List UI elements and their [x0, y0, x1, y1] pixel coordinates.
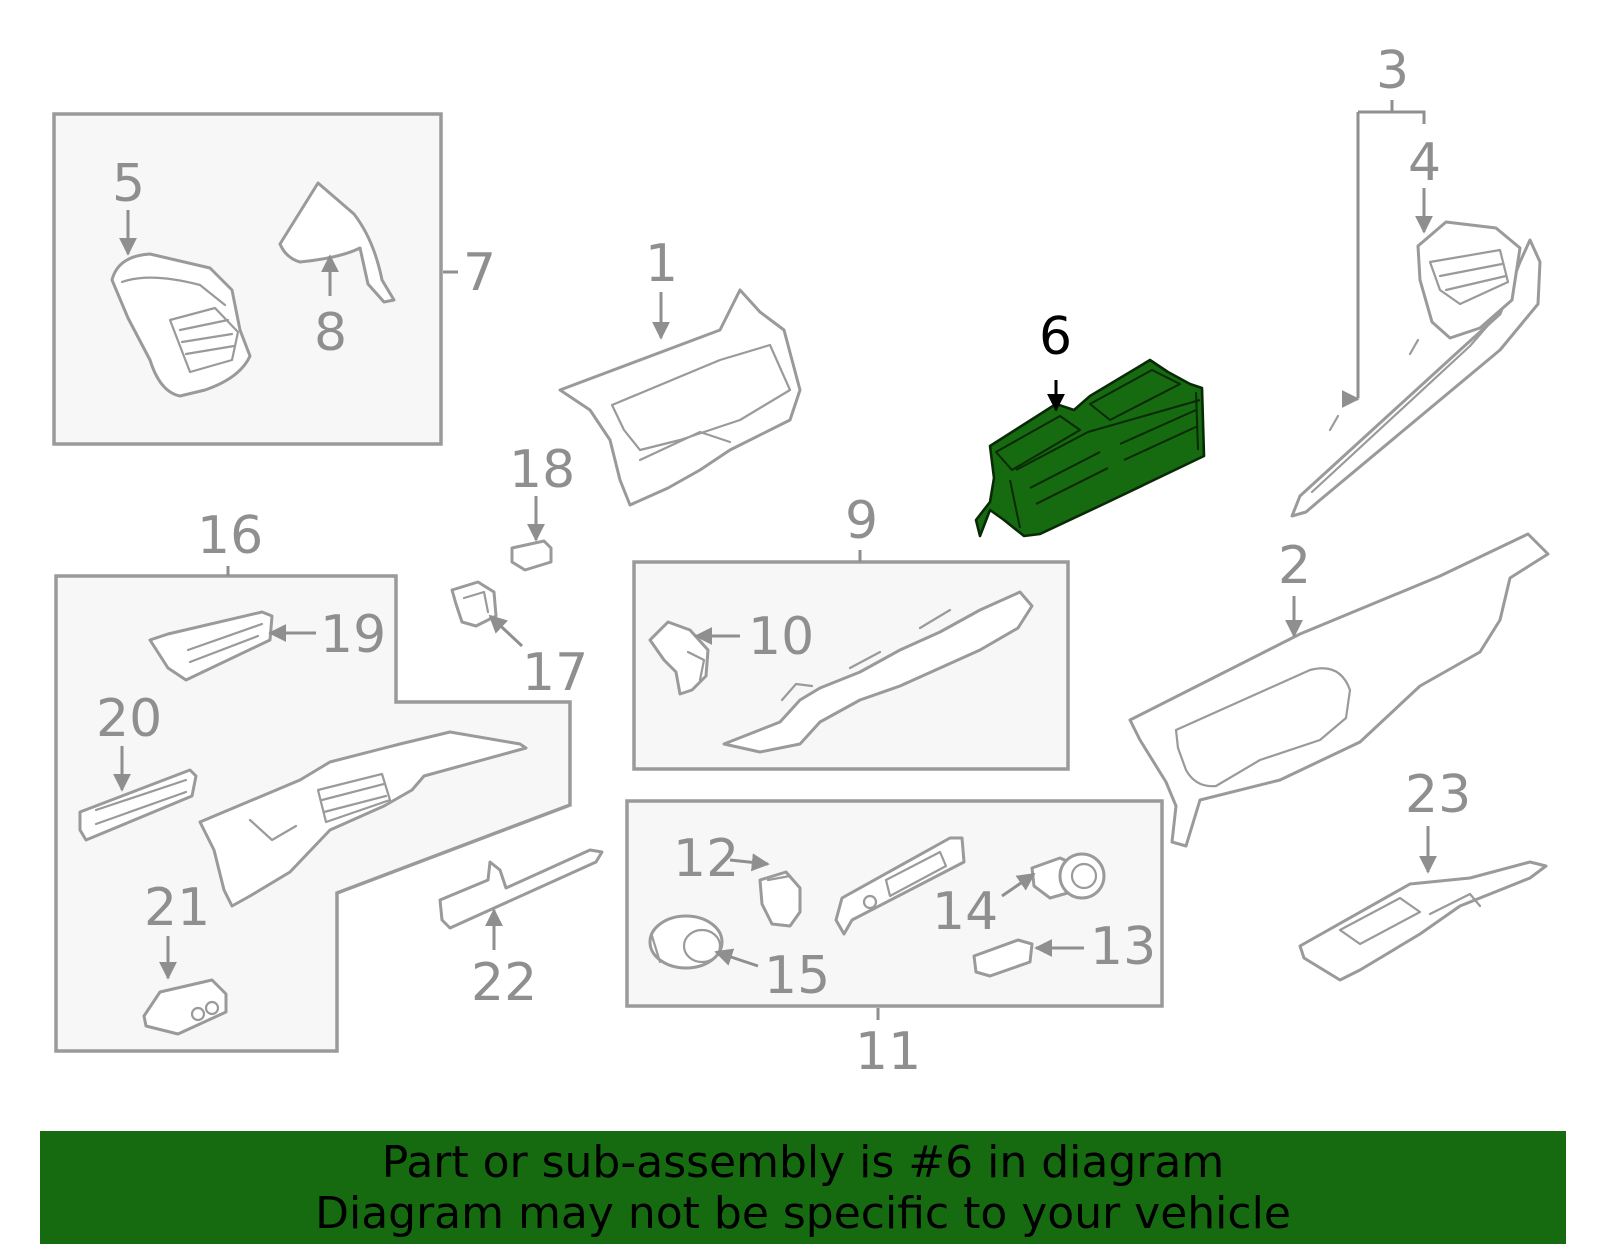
part-16-lower-panel [198, 730, 528, 908]
callout-13: 13 [1090, 917, 1156, 977]
banner-line-1: Part or sub-assembly is #6 in diagram [381, 1137, 1225, 1188]
callout-6: 6 [1039, 307, 1072, 367]
callout-20: 20 [96, 689, 162, 749]
info-banner: Part or sub-assembly is #6 in diagram Di… [40, 1131, 1566, 1244]
part-20-switch-panel [78, 768, 198, 842]
part-14-push-button [1030, 852, 1106, 900]
part-17-switch [450, 580, 498, 628]
callout-22: 22 [471, 953, 537, 1013]
callout-14: 14 [932, 882, 998, 942]
part-22-trim-strip [438, 848, 604, 930]
callout-18: 18 [509, 440, 575, 500]
callout-7: 7 [463, 243, 496, 303]
leader-lines [113, 100, 1437, 1020]
banner-line-2: Diagram may not be specific to your vehi… [315, 1188, 1291, 1239]
callout-21: 21 [144, 878, 210, 938]
callout-9: 9 [845, 491, 878, 551]
part-5-air-vent [110, 252, 252, 398]
part-6-console-vents [974, 358, 1206, 538]
part-21-bracket [142, 978, 228, 1036]
callout-19: 19 [320, 605, 386, 665]
part-9-glovebox-trim [722, 590, 1034, 754]
callout-8: 8 [314, 303, 347, 363]
part-8-trim-cover [278, 181, 396, 304]
callout-23: 23 [1405, 765, 1471, 825]
callout-4: 4 [1408, 133, 1441, 193]
callout-17: 17 [522, 643, 588, 703]
callout-3: 3 [1376, 41, 1409, 101]
callout-10: 10 [748, 607, 814, 667]
part-10-clip [648, 620, 710, 696]
callout-11: 11 [855, 1022, 921, 1082]
part-2-dash-panel [1128, 532, 1550, 848]
callout-1: 1 [645, 234, 678, 294]
callout-12: 12 [673, 829, 739, 889]
callout-16: 16 [197, 506, 263, 566]
part-15-knob [648, 914, 724, 970]
part-11-switch-bezel [834, 836, 966, 936]
group-box-11 [625, 799, 1164, 1008]
part-1-cluster-bezel [558, 288, 802, 507]
callout-15: 15 [764, 946, 830, 1006]
part-12-clip [758, 870, 802, 928]
part-23-floor-bracket [1298, 860, 1548, 982]
callout-5: 5 [112, 154, 145, 214]
callout-2: 2 [1278, 536, 1311, 596]
part-18-clip [510, 539, 553, 572]
part-4-side-vent [1416, 220, 1522, 340]
part-13-small-switch [972, 938, 1034, 978]
